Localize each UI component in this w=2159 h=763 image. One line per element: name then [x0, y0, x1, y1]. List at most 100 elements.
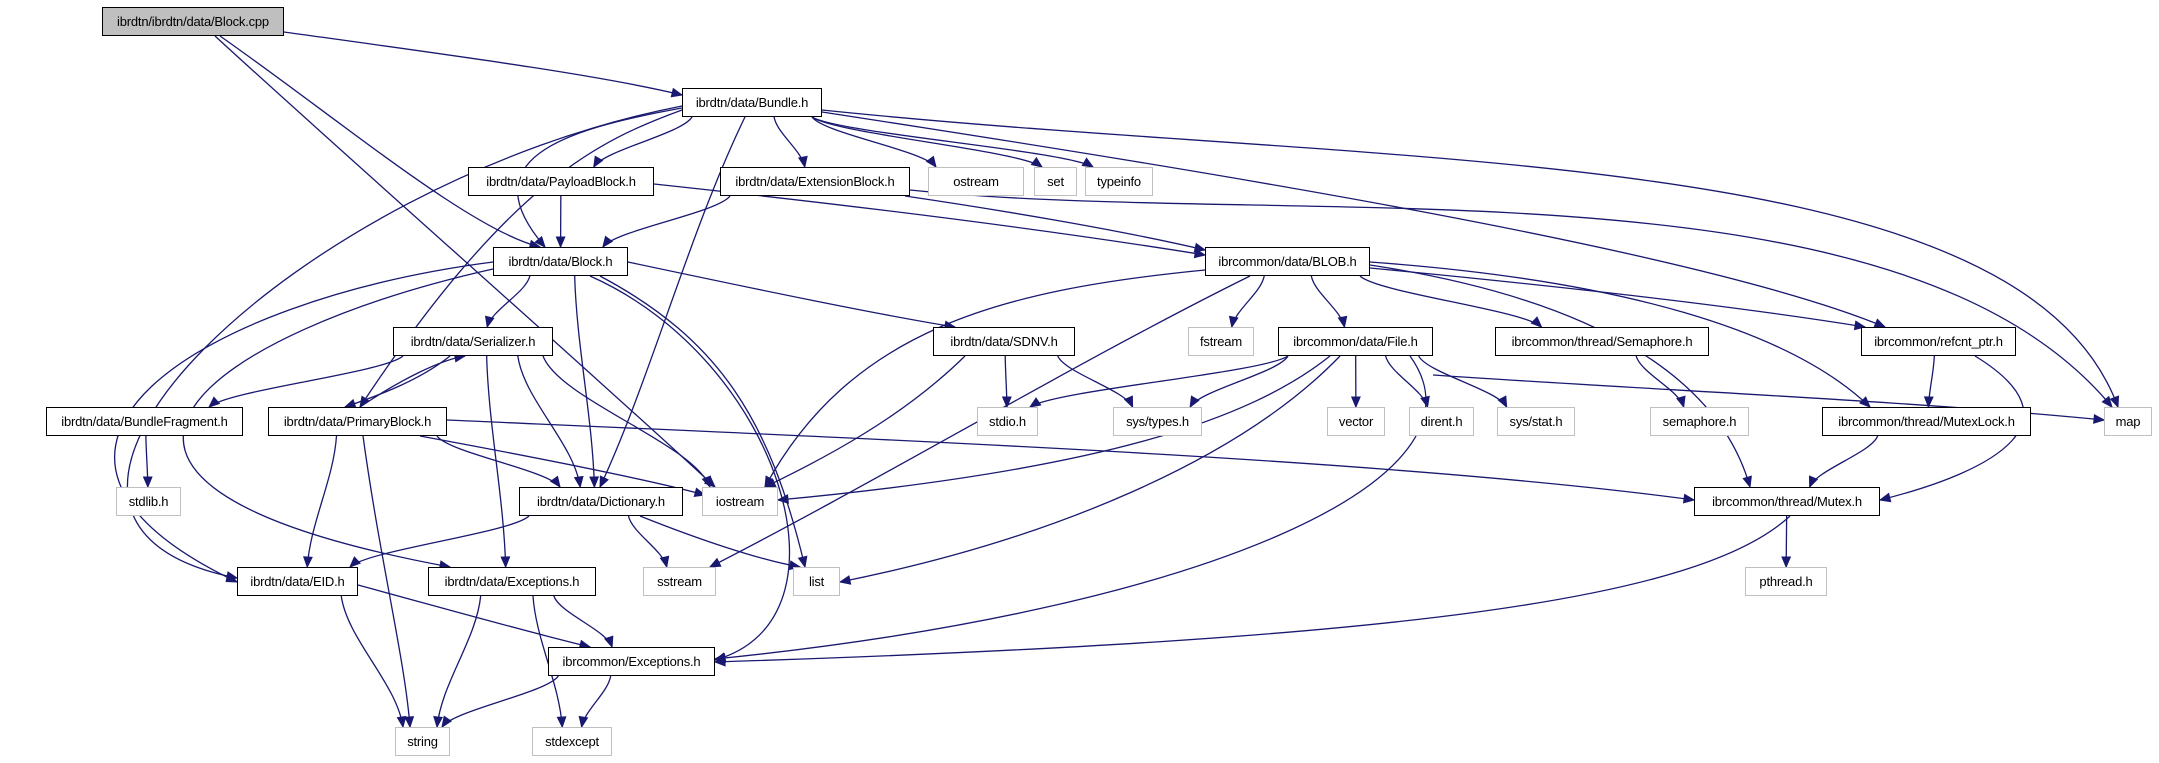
arrowhead-icon — [2101, 395, 2113, 408]
node-systypes: sys/types.h — [1113, 407, 1202, 436]
arrowhead-icon — [1081, 157, 1095, 168]
node-cpp[interactable]: ibrdtn/ibrdtn/data/Block.cpp — [102, 7, 284, 36]
edge-serializer-to-bfrag — [208, 355, 404, 408]
node-payload[interactable]: ibrdtn/data/PayloadBlock.h — [468, 167, 654, 196]
arrowhead-icon — [1030, 156, 1044, 168]
edge-blob-to-mutexlock — [1369, 261, 1871, 408]
node-label: stdio.h — [989, 414, 1026, 429]
node-pthread: pthread.h — [1745, 567, 1827, 596]
edge-serializer-to-iostream — [542, 355, 711, 488]
arrowhead-icon — [404, 716, 415, 729]
node-label: ibrdtn/data/EID.h — [250, 574, 345, 589]
node-label: sys/stat.h — [1509, 414, 1563, 429]
node-typeinfo: typeinfo — [1085, 167, 1153, 196]
arrowhead-icon — [602, 235, 614, 249]
node-cexcept[interactable]: ibrcommon/Exceptions.h — [548, 647, 715, 676]
arrowhead-icon — [603, 635, 614, 649]
node-label: ibrdtn/data/PayloadBlock.h — [486, 174, 636, 189]
node-vector: vector — [1327, 407, 1385, 436]
edge-blob-to-semaphoreh — [1359, 275, 1542, 328]
edge-file-to-list — [839, 355, 1341, 583]
node-label: fstream — [1200, 334, 1242, 349]
edge-refcnt-to-mutex — [1879, 355, 2025, 501]
node-label: iostream — [715, 494, 765, 509]
edge-cexcept-to-string — [441, 675, 559, 728]
arrowhead-icon — [670, 87, 684, 98]
arrowhead-icon — [925, 155, 937, 169]
arrowhead-icon — [500, 556, 511, 569]
edge-block-to-cexcept — [589, 275, 791, 661]
arrowhead-icon — [556, 716, 567, 729]
arrowhead-icon — [2109, 395, 2120, 409]
node-label: list — [808, 574, 825, 589]
arrowhead-icon — [599, 475, 609, 489]
node-label: ibrcommon/thread/Mutex.h — [1712, 494, 1862, 509]
arrowhead-icon — [1189, 395, 1200, 409]
node-iostream: iostream — [702, 487, 778, 516]
arrowhead-icon — [441, 715, 453, 729]
node-blob[interactable]: ibrcommon/data/BLOB.h — [1205, 247, 1370, 276]
node-eid[interactable]: ibrdtn/data/EID.h — [237, 567, 358, 596]
node-stdexcept: stdexcept — [532, 727, 612, 756]
node-label: dirent.h — [1420, 414, 1463, 429]
arrowhead-icon — [433, 716, 444, 729]
node-bfrag[interactable]: ibrdtn/data/BundleFragment.h — [46, 407, 243, 436]
arrowhead-icon — [1228, 315, 1239, 329]
edge-mutexlock-to-mutex — [1809, 435, 1879, 488]
node-sstream: sstream — [643, 567, 716, 596]
arrowhead-icon — [1193, 242, 1207, 253]
node-serializer[interactable]: ibrdtn/data/Serializer.h — [393, 327, 553, 356]
arrowhead-icon — [484, 315, 495, 329]
node-label: map — [2115, 414, 2141, 429]
node-stdlib: stdlib.h — [116, 487, 181, 516]
node-label: ibrdtn/data/Exceptions.h — [444, 574, 580, 589]
arrowhead-icon — [701, 475, 711, 489]
arrowhead-icon — [1808, 475, 1819, 489]
arrowhead-icon — [1350, 396, 1361, 409]
node-block[interactable]: ibrdtn/data/Block.h — [493, 247, 628, 276]
node-label: ibrcommon/refcnt_ptr.h — [1874, 334, 2003, 349]
arrowhead-icon — [1337, 315, 1348, 329]
node-sdnv[interactable]: ibrdtn/data/SDNV.h — [933, 327, 1075, 356]
arrowhead-icon — [142, 476, 153, 489]
node-dictionary[interactable]: ibrdtn/data/Dictionary.h — [519, 487, 683, 516]
node-fstream: fstream — [1188, 327, 1254, 356]
node-mutexlock[interactable]: ibrcommon/thread/MutexLock.h — [1822, 407, 2031, 436]
node-label: ibrcommon/data/File.h — [1293, 334, 1418, 349]
arrowhead-icon — [1873, 318, 1887, 328]
edge-cpp-to-iostream — [214, 35, 716, 488]
node-label: stdexcept — [545, 734, 599, 749]
edge-dexcept-to-stdexcept — [532, 595, 563, 728]
node-primary[interactable]: ibrdtn/data/PrimaryBlock.h — [268, 407, 447, 436]
edge-primary-to-serializer — [359, 355, 466, 408]
node-file[interactable]: ibrcommon/data/File.h — [1278, 327, 1433, 356]
node-label: pthread.h — [1759, 574, 1813, 589]
node-string: string — [395, 727, 450, 756]
arrowhead-icon — [708, 557, 722, 568]
arrowhead-icon — [589, 476, 600, 489]
node-bundle[interactable]: ibrdtn/data/Bundle.h — [682, 88, 822, 117]
node-extension[interactable]: ibrdtn/data/ExtensionBlock.h — [720, 167, 910, 196]
edge-cpp-to-bundle — [283, 31, 683, 96]
edge-block-to-sdnv — [627, 261, 956, 328]
node-mutex[interactable]: ibrcommon/thread/Mutex.h — [1694, 487, 1880, 516]
arrowhead-icon — [1028, 397, 1042, 408]
edge-file-to-iostream — [777, 355, 1331, 501]
edge-file-to-stdio — [1029, 355, 1289, 408]
edge-serializer-to-primary — [344, 355, 451, 408]
node-label: ostream — [953, 174, 999, 189]
node-refcnt[interactable]: ibrcommon/refcnt_ptr.h — [1861, 327, 2016, 356]
edge-blob-to-refcnt — [1369, 267, 1866, 328]
arrowhead-icon — [1878, 492, 1892, 503]
node-label: ibrcommon/thread/MutexLock.h — [1838, 414, 2015, 429]
edge-extension-to-block — [602, 195, 731, 248]
edge-block-to-serializer — [486, 275, 531, 328]
edge-dexcept-to-string — [436, 595, 482, 728]
node-semaphoreh[interactable]: ibrcommon/thread/Semaphore.h — [1495, 327, 1709, 356]
arrowhead-icon — [1742, 475, 1752, 489]
arrowhead-icon — [208, 396, 221, 408]
arrowhead-icon — [797, 155, 808, 169]
edge-semaphoreh-to-semaphore — [1635, 355, 1685, 408]
node-dexcept[interactable]: ibrdtn/data/Exceptions.h — [428, 567, 596, 596]
